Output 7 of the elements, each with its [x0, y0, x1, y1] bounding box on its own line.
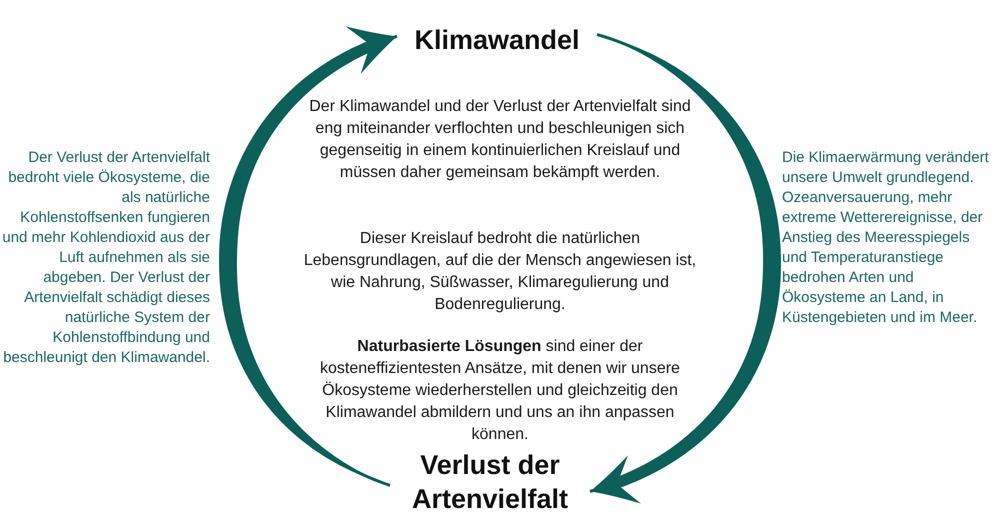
body-paragraph: Der Klimawandel und der Verlust der Artenvielfalt sind eng miteinander verflochten und beschleunigen sich gegenseitig in einem kontinuierlichen Kreislauf und müssen daher gemeinsam bekämpft werden. [308, 97, 692, 183]
body-paragraph: Naturbasierte Lösungen sind einer der kosteneffizientesten Ansätze, mit denen wir unsere Ökosysteme wiederherstellen und gleichzeitig den Klimawandel abmildern und uns an ihn anpassen können. [319, 337, 681, 445]
edge-label: Die Klimaerwärmung verändert unsere Umwelt grundlegend. Ozeanversauerung, mehr extreme Wetterereignisse, der Anstieg des Meeresspiegels und Temperaturanstiege bedrohen Arten und Ökosysteme an Land, in Küstengebieten und im Meer. [782, 148, 992, 328]
edge-label: Der Verlust der Artenvielfalt bedroht viele Ökosysteme, die als natürliche Kohlenstoffsenken fungieren und mehr Kohlendioxid aus der Luft aufnehmen als sie abgeben. Der Verlust der Artenvielfalt schädigt dieses natürliche System der Kohlenstoffbindung und beschleunigt den Klimawandel. [2, 148, 210, 368]
stage-heading: Verlust der Artenvielfalt [390, 448, 590, 518]
body-paragraph: Dieser Kreislauf bedroht die natürlichen Lebensgrundlagen, auf die der Mensch angewiesen ist, wie Nahrung, Süßwasser, Klimaregulierung und Bodenregulierung. [302, 229, 698, 315]
stage-heading: Klimawandel [397, 22, 597, 60]
